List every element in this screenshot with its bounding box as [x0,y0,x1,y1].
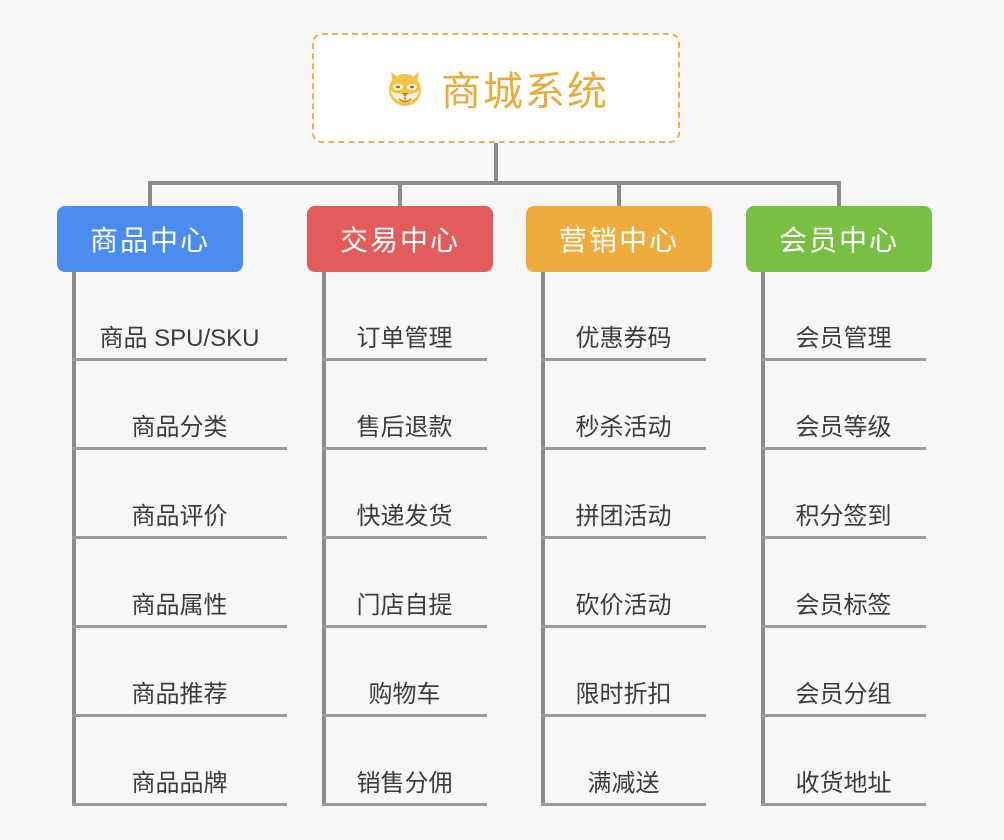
leaf-item[interactable]: 砍价活动 [541,539,706,628]
leaf-item-label: 商品品牌 [131,769,228,797]
branch-drop-connector-4 [837,181,841,208]
leaf-item-label: 优惠券码 [575,324,672,352]
leaf-item[interactable]: 门店自提 [322,539,487,628]
category-label: 营销中心 [558,225,679,256]
leaf-item[interactable]: 收货地址 [761,717,926,806]
branch-drop-connector-3 [617,181,621,208]
leaf-item-label: 砍价活动 [575,591,672,619]
leaf-item[interactable]: 售后退款 [322,361,487,450]
leaf-item[interactable]: 商品品牌 [72,717,287,806]
leaf-item-label: 商品推荐 [131,680,228,708]
leaf-item[interactable]: 商品推荐 [72,628,287,717]
leaf-item-label: 门店自提 [356,591,453,619]
leaf-item[interactable]: 满减送 [541,717,706,806]
leaf-item-label: 快递发货 [356,502,453,530]
root-stem-connector [494,143,498,183]
leaf-item[interactable]: 会员分组 [761,628,926,717]
leaf-item-label: 满减送 [587,769,660,797]
leaf-item[interactable]: 会员标签 [761,539,926,628]
leaf-item[interactable]: 销售分佣 [322,717,487,806]
leaf-item-label: 积分签到 [795,502,892,530]
leaf-item[interactable]: 订单管理 [322,272,487,361]
leaf-item-label: 限时折扣 [575,680,672,708]
leaf-item[interactable]: 限时折扣 [541,628,706,717]
leaf-item-label: 购物车 [368,680,441,708]
leaf-item[interactable]: 快递发货 [322,450,487,539]
branch-drop-connector-1 [148,181,152,208]
leaf-item-label: 会员等级 [795,413,892,441]
leaf-item-label: 订单管理 [356,324,453,352]
category-label: 商品中心 [89,225,210,256]
leaf-item[interactable]: 会员等级 [761,361,926,450]
leaf-item[interactable]: 会员管理 [761,272,926,361]
shiba-dog-face-icon [383,66,427,110]
leaf-item-label: 商品 SPU/SKU [99,324,260,352]
leaf-item[interactable]: 商品属性 [72,539,287,628]
leaf-item[interactable]: 积分签到 [761,450,926,539]
leaf-item-label: 会员标签 [795,591,892,619]
category-label: 交易中心 [339,225,460,256]
leaf-item[interactable]: 秒杀活动 [541,361,706,450]
leaf-item-label: 商品分类 [131,413,228,441]
branch-rail-connector-1 [72,272,76,806]
category-box-3[interactable]: 营销中心 [526,206,712,272]
root-node[interactable]: 商城系统 [312,33,680,143]
horizontal-bus-connector [150,181,840,185]
category-box-4[interactable]: 会员中心 [746,206,932,272]
leaf-item-label: 秒杀活动 [575,413,672,441]
leaf-item-label: 商品评价 [131,502,228,530]
leaf-item-label: 售后退款 [356,413,453,441]
category-box-1[interactable]: 商品中心 [57,206,243,272]
leaf-item-label: 会员分组 [795,680,892,708]
leaf-item-label: 拼团活动 [575,502,672,530]
leaf-item[interactable]: 拼团活动 [541,450,706,539]
branch-rail-connector-3 [541,272,545,806]
leaf-item[interactable]: 商品评价 [72,450,287,539]
leaf-item-label: 商品属性 [131,591,228,619]
leaf-item-label: 收货地址 [795,769,892,797]
root-title: 商城系统 [441,70,609,114]
branch-rail-connector-4 [761,272,765,806]
leaf-item[interactable]: 优惠券码 [541,272,706,361]
category-box-2[interactable]: 交易中心 [307,206,493,272]
branch-rail-connector-2 [322,272,326,806]
branch-drop-connector-2 [398,181,402,208]
leaf-item[interactable]: 商品 SPU/SKU [72,272,287,361]
leaf-item[interactable]: 商品分类 [72,361,287,450]
leaf-item[interactable]: 购物车 [322,628,487,717]
leaf-item-label: 销售分佣 [356,769,453,797]
category-label: 会员中心 [778,225,899,256]
leaf-item-label: 会员管理 [795,324,892,352]
